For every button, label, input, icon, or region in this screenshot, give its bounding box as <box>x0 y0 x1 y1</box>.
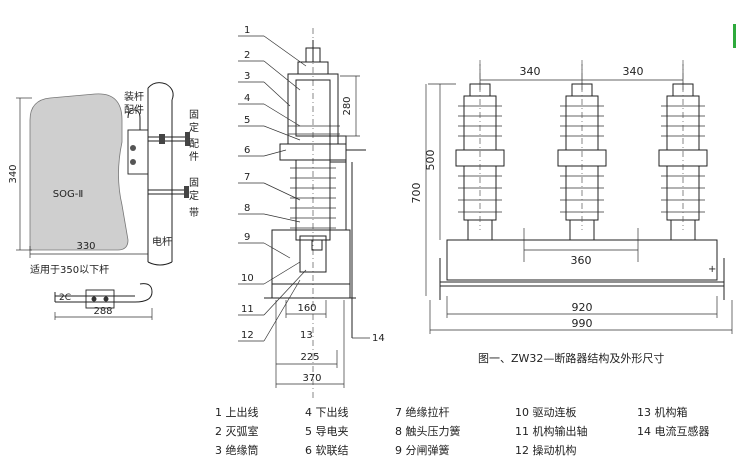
legend-r1c4: 10 驱动连板 <box>515 406 577 419</box>
legend-r3c3: 9 分闸弹簧 <box>395 444 450 457</box>
part-12: 12 <box>241 330 254 341</box>
label-zhuangan-2: 配件 <box>124 104 144 116</box>
figure-caption: 图一、ZW32—断路器结构及外形尺寸 <box>478 351 664 365</box>
label-guding-peijian-3: 配 <box>189 138 199 150</box>
legend-r2c5: 14 电流互感器 <box>637 425 710 438</box>
label-zhuangan-1: 装杆 <box>124 90 144 103</box>
part-9: 9 <box>244 232 250 243</box>
legend-r3c2: 6 软联结 <box>305 444 349 457</box>
part-10: 10 <box>241 273 254 284</box>
part-2: 2 <box>244 50 250 61</box>
legend-r1c1: 1 上出线 <box>215 406 259 419</box>
bracket-2c: 2C <box>59 293 71 303</box>
label-guding-peijian-2: 定 <box>189 121 199 134</box>
note-350: 适用于350以下杆 <box>30 264 109 276</box>
legend-r3c1: 3 绝缘筒 <box>215 444 259 457</box>
accent-bar <box>733 24 736 48</box>
middle-figure: 280 160 225 370 1 2 3 4 5 6 7 8 <box>238 25 385 398</box>
legend-r2c3: 8 触头压力簧 <box>395 425 461 438</box>
part-4: 4 <box>244 93 250 104</box>
sog-label: SOG-Ⅱ <box>53 189 84 200</box>
label-guding-dai-3: 带 <box>189 207 199 219</box>
dim-340-left: 340 <box>8 164 19 183</box>
dim-920: 920 <box>572 301 593 314</box>
sog-body <box>29 93 129 251</box>
legend-r2c4: 11 机构输出轴 <box>515 425 588 438</box>
part-3: 3 <box>244 71 250 82</box>
right-figure: 340 340 <box>410 60 733 365</box>
dim-360: 360 <box>571 254 592 267</box>
label-guding-dai-1: 固 <box>189 177 199 189</box>
part-5: 5 <box>244 115 250 126</box>
legend-r1c3: 7 绝缘拉杆 <box>395 406 450 419</box>
part-13: 13 <box>300 330 313 341</box>
dim-700: 700 <box>410 183 423 204</box>
dim-990: 990 <box>572 317 593 330</box>
mount-bracket <box>127 129 149 175</box>
label-guding-peijian-4: 件 <box>189 151 199 163</box>
dim-370: 370 <box>302 373 321 384</box>
dim-340-b: 340 <box>623 65 644 78</box>
part-11: 11 <box>241 304 254 315</box>
label-guding-dai-2: 定 <box>189 189 199 202</box>
dim-500: 500 <box>424 150 437 171</box>
legend-r1c5: 13 机构箱 <box>637 406 688 419</box>
left-figure: SOG-Ⅱ 340 330 装杆 配件 固 定 配 件 <box>8 82 199 320</box>
mechanism-box <box>271 229 351 285</box>
plus-mark: + <box>708 264 716 275</box>
label-diangan: 电杆 <box>152 235 172 248</box>
dim-225: 225 <box>300 352 319 363</box>
dim-280: 280 <box>342 96 353 115</box>
insulator-ribs <box>290 159 336 241</box>
part-labels: 1 2 3 4 5 6 7 8 9 10 11 12 13 14 <box>238 25 385 344</box>
dim-330: 330 <box>76 241 95 252</box>
part-8: 8 <box>244 203 250 214</box>
part-6: 6 <box>244 145 250 156</box>
part-1: 1 <box>244 25 250 36</box>
dim-288: 288 <box>93 306 112 317</box>
dim-160: 160 <box>297 303 316 314</box>
dim-340-a: 340 <box>520 65 541 78</box>
breaker-tank <box>446 239 718 281</box>
part-7: 7 <box>244 172 250 183</box>
legend-r2c2: 5 导电夹 <box>305 425 349 438</box>
part-14: 14 <box>372 333 385 344</box>
legend-r2c1: 2 灭弧室 <box>215 425 259 438</box>
legend-r3c4: 12 操动机构 <box>515 444 577 457</box>
legend-r1c2: 4 下出线 <box>305 406 349 419</box>
label-guding-peijian-1: 固 <box>189 109 199 121</box>
pole-top <box>147 82 174 101</box>
